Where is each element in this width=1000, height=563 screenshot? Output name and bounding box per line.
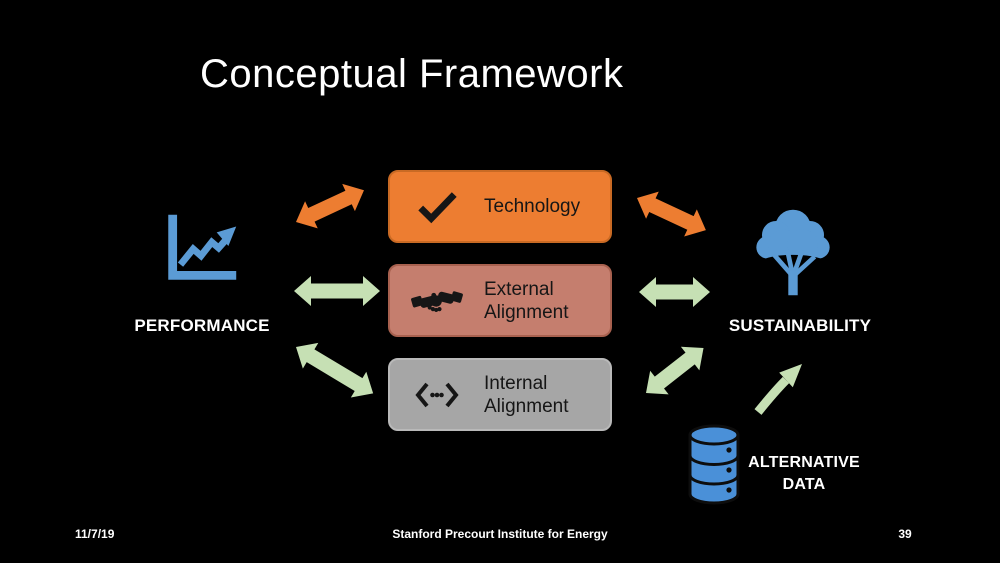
arrow-alternative-data-sustainability [754,364,802,415]
handshake-icon [410,282,464,320]
footer-page-number: 39 [898,527,912,541]
angle-dots-icon [410,379,464,411]
internal-alignment-box-label: Internal Alignment [484,372,569,417]
footer-date: 11/7/19 [75,527,115,541]
line-chart-icon [158,204,246,295]
external-alignment-box: External Alignment [388,264,612,337]
page-title: Conceptual Framework [200,52,624,96]
technology-box-label: Technology [484,196,581,217]
arrow-performance-external [294,276,380,306]
checkmark-icon [410,189,464,225]
performance-label: PERFORMANCE [134,316,270,335]
technology-box: Technology [388,170,612,243]
arrow-technology-sustainability [637,191,706,237]
arrow-internal-sustainability [646,346,704,395]
internal-alignment-box: Internal Alignment [388,358,612,431]
sustainability-label: SUSTAINABILITY [728,316,872,335]
tree-icon [746,204,840,305]
arrow-performance-technology [296,183,364,229]
alternative-data-label: ALTERNATIVE DATA [748,454,860,493]
database-icon [683,421,745,516]
external-alignment-box-label: External Alignment [484,278,569,323]
arrow-performance-internal [296,342,374,398]
footer-organization: Stanford Precourt Institute for Energy [392,527,608,541]
arrow-external-sustainability [639,277,710,307]
